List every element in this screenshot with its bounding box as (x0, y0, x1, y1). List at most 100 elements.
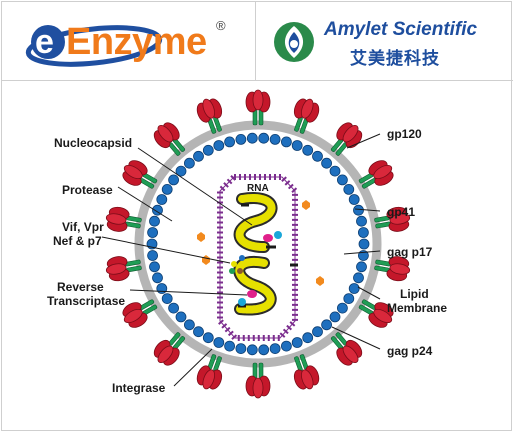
vif-protein (239, 255, 245, 261)
matrix-bead (280, 136, 292, 148)
matrix-bead (149, 215, 160, 227)
matrix-bead (343, 293, 355, 305)
matrix-bead (291, 140, 303, 151)
matrix-bead (213, 140, 225, 151)
reverse-transcriptase-leader (129, 289, 248, 296)
envelope-spike (245, 362, 271, 399)
envelope-spike (196, 98, 223, 134)
amylet-logo-icon[interactable] (272, 20, 316, 64)
rna-label: RNA (247, 183, 269, 194)
matrix-bead (168, 174, 180, 186)
amylet-chinese-name: 艾美捷科技 (350, 49, 440, 69)
matrix-bead (202, 144, 214, 156)
matrix-bead (224, 340, 236, 352)
matrix-bead (156, 194, 168, 205)
matrix-bead (356, 215, 367, 227)
matrix-bead (269, 343, 281, 355)
integrase-top (274, 231, 282, 239)
matrix-bead (353, 204, 364, 216)
matrix-bead (224, 136, 236, 148)
matrix-bead (246, 132, 258, 144)
protease-hexagon (202, 255, 210, 265)
nef-protein (229, 268, 235, 274)
integrase-label: Integrase (112, 381, 166, 395)
protease-label: Protease (62, 183, 113, 197)
rna-strand-lower (235, 257, 275, 314)
integrase-leader (173, 348, 213, 387)
vpr-protein (231, 261, 237, 267)
membrane-label: Membrane (387, 301, 447, 315)
envelope-spike (293, 98, 320, 134)
registered-mark: ® (216, 18, 226, 33)
protease-hexagon (302, 200, 310, 210)
p7-protein (237, 268, 243, 274)
matrix-bead (356, 261, 367, 273)
matrix-bead (329, 165, 341, 177)
matrix-protein-ring (146, 132, 370, 356)
envelope-spike (330, 332, 363, 366)
matrix-bead (321, 157, 333, 169)
matrix-bead (149, 261, 160, 273)
matrix-bead (202, 332, 214, 344)
gag-p24-label: gag p24 (387, 344, 433, 358)
envelope-spike (245, 89, 271, 126)
matrix-bead (147, 250, 159, 261)
envelope-spike (358, 299, 394, 328)
envelope-spike (196, 354, 223, 390)
amylet-wordmark: Amylet Scientific (324, 19, 478, 40)
matrix-bead (343, 184, 355, 195)
integrase-bottom (238, 298, 246, 306)
lipid-label: Lipid (400, 287, 429, 301)
envelope-spike (374, 256, 411, 282)
gp41-label: gp41 (387, 205, 415, 219)
hiv-virion-diagram: RNA Nucleocapsid Protease (47, 89, 447, 399)
envelope-spike (105, 206, 142, 232)
matrix-bead (353, 272, 364, 284)
matrix-bead (168, 302, 180, 314)
matrix-bead (258, 344, 270, 356)
envelope-spike (374, 206, 411, 232)
gp41-leader (354, 208, 381, 212)
matrix-bead (312, 326, 323, 338)
lipid-membrane-leader (357, 286, 381, 300)
envelope-spike (153, 122, 186, 156)
matrix-bead (183, 319, 195, 331)
matrix-bead (193, 150, 204, 162)
matrix-bead (302, 144, 314, 156)
matrix-bead (235, 343, 247, 355)
eenzyme-logo[interactable]: e Enzyme ® (24, 16, 239, 68)
nef-p7-label: Nef & p7 (53, 234, 102, 248)
eenzyme-wordmark: Enzyme (66, 21, 207, 63)
matrix-bead (175, 311, 187, 323)
matrix-bead (246, 344, 258, 356)
protease-hexagon (316, 276, 324, 286)
matrix-bead (258, 132, 270, 144)
capsid-outline (219, 176, 296, 339)
vif-leader (101, 236, 231, 264)
matrix-bead (357, 227, 369, 238)
protease-hexagon (197, 232, 205, 242)
logo-divider (255, 2, 256, 80)
reverse-label: Reverse (57, 280, 104, 294)
reverse-transcriptase-top (263, 234, 273, 242)
matrix-bead (291, 337, 303, 348)
protease-leader (117, 186, 173, 222)
gag-p24-leader (331, 326, 381, 350)
matrix-bead (336, 174, 348, 186)
envelope-spike (105, 256, 142, 282)
matrix-bead (336, 302, 348, 314)
gag-p17-label: gag p17 (387, 245, 433, 259)
envelope-spike (122, 299, 158, 328)
matrix-bead (161, 184, 173, 195)
matrix-bead (348, 194, 360, 205)
envelope-spikes (105, 89, 411, 399)
matrix-bead (193, 326, 204, 338)
matrix-bead (175, 165, 187, 177)
matrix-bead (213, 337, 225, 348)
matrix-bead (152, 204, 163, 216)
matrix-bead (269, 134, 281, 145)
nucleocapsid-label: Nucleocapsid (54, 136, 132, 150)
envelope-spike (122, 160, 158, 189)
envelope-spike (293, 354, 320, 390)
